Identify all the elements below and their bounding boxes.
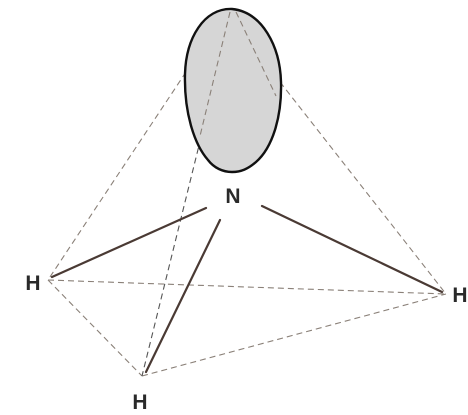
edge-h-bottom-to-h-right [141,293,447,377]
bond-n-h-bottom [144,218,222,374]
edge-apex-to-h-left [47,71,187,281]
edge-apex-to-h-right [279,81,447,295]
hydrogen-left-label: H [25,272,40,295]
nitrogen-label: N [225,185,240,208]
bond-n-h-left [50,206,208,279]
lobe-inner-dash-left [199,11,231,137]
edge-h-left-to-h-right [47,279,447,295]
hydrogen-bottom-label: H [132,391,147,414]
lone-pair-lobe [183,7,283,174]
bonds [50,204,444,374]
lone-pair-orbital [183,7,283,174]
bond-n-h-right [260,204,444,294]
lobe-inner-dash-right [235,11,277,97]
edge-h-left-to-h-bottom [47,279,143,377]
hydrogen-right-label: H [452,284,467,307]
